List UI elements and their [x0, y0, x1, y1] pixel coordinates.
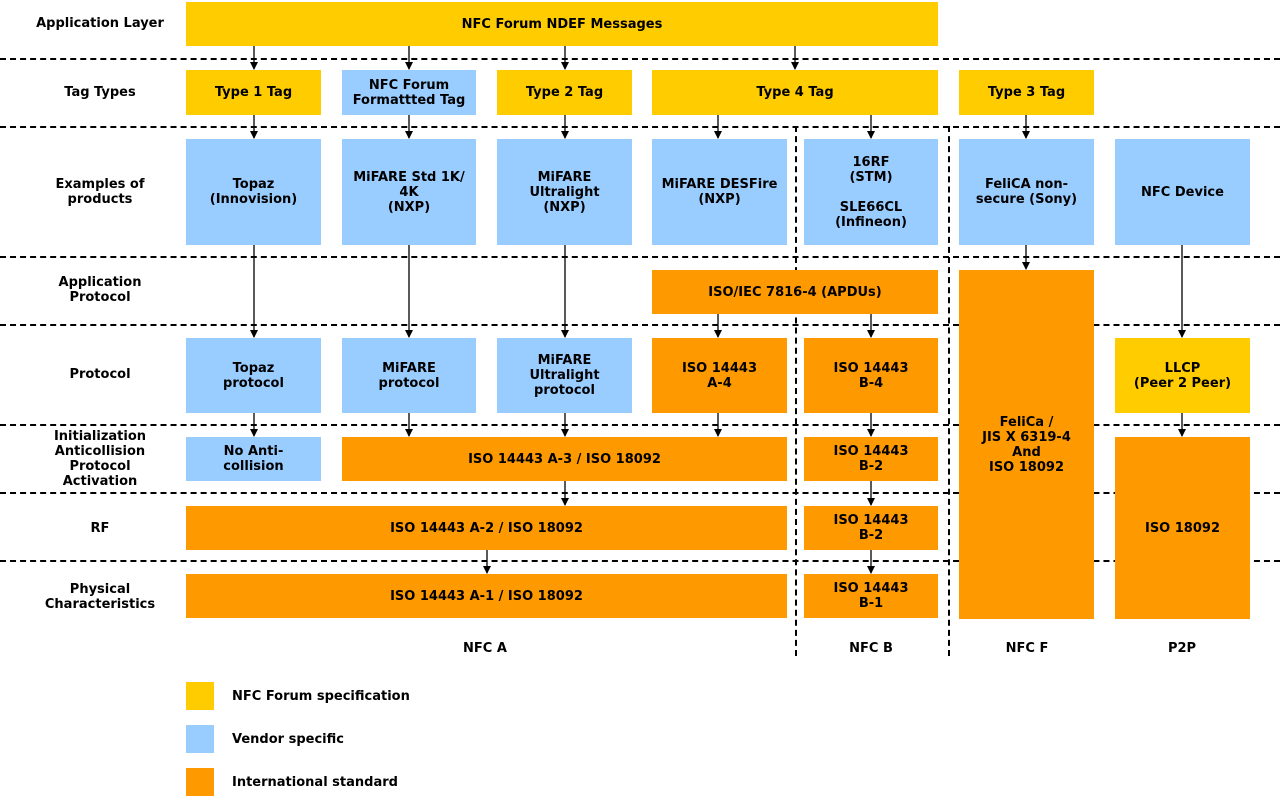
type3-tag-box: Type 3 Tag [959, 70, 1094, 115]
iso14443-b1-box: ISO 14443 B-1 [804, 574, 938, 618]
legend-swatch-international [186, 768, 214, 796]
legend-label-nfc-forum: NFC Forum specification [232, 688, 410, 704]
mifare-ultralight-protocol-box: MiFARE Ultralight protocol [497, 338, 632, 413]
mifare-protocol-box: MiFARE protocol [342, 338, 476, 413]
mifare-std-product-box: MiFARE Std 1K/ 4K (NXP) [342, 139, 476, 245]
row-label-protocol: Protocol [69, 366, 131, 382]
ndef-messages-box: NFC Forum NDEF Messages [186, 2, 938, 46]
iso14443-b2-rf-box: ISO 14443 B-2 [804, 506, 938, 550]
row-separator [0, 256, 1280, 258]
legend-label-international: International standard [232, 774, 398, 790]
no-anticollision-box: No Anti- collision [186, 437, 321, 481]
topaz-product-box: Topaz (Innovision) [186, 139, 321, 245]
row-separator [0, 324, 1280, 326]
nfc-device-box: NFC Device [1115, 139, 1250, 245]
row-separator [0, 126, 1280, 128]
iso14443-a2-box: ISO 14443 A-2 / ISO 18092 [186, 506, 787, 550]
column-separator-nfc-b-f [948, 126, 950, 656]
llcp-box: LLCP (Peer 2 Peer) [1115, 338, 1250, 413]
row-label-application-protocol: Application Protocol [58, 275, 142, 305]
column-separator-nfc-a-b [795, 126, 797, 656]
row-label-rf: RF [90, 520, 110, 536]
type1-tag-box: Type 1 Tag [186, 70, 321, 115]
iso14443-a1-box: ISO 14443 A-1 / ISO 18092 [186, 574, 787, 618]
legend-label-vendor: Vendor specific [232, 731, 344, 747]
row-label-initialization: Initialization Anticollision Protocol Ac… [53, 429, 147, 489]
row-separator [0, 560, 1280, 562]
mifare-desfire-product-box: MiFARE DESFire (NXP) [652, 139, 787, 245]
legend-swatch-nfc-forum [186, 682, 214, 710]
column-label-nfc-f: NFC F [1005, 640, 1049, 656]
row-label-examples: Examples of products [55, 177, 145, 207]
row-label-tag-types: Tag Types [64, 84, 136, 100]
nfc-formatted-tag-box: NFC Forum Formattted Tag [342, 70, 476, 115]
felica-standard-box: FeliCa / JIS X 6319-4 And ISO 18092 [959, 270, 1094, 619]
mifare-ultralight-product-box: MiFARE Ultralight (NXP) [497, 139, 632, 245]
type2-tag-box: Type 2 Tag [497, 70, 632, 115]
row-separator [0, 492, 1280, 494]
iso18092-p2p-box: ISO 18092 [1115, 437, 1250, 619]
column-label-p2p: P2P [1167, 640, 1197, 656]
iso14443-a3-box: ISO 14443 A-3 / ISO 18092 [342, 437, 787, 481]
iso7816-apdu-box: ISO/IEC 7816-4 (APDUs) [652, 270, 938, 314]
column-label-nfc-a: NFC A [463, 640, 507, 656]
felica-nonsecure-product-box: FeliCA non- secure (Sony) [959, 139, 1094, 245]
iso14443-a4-box: ISO 14443 A-4 [652, 338, 787, 413]
iso14443-b2-init-box: ISO 14443 B-2 [804, 437, 938, 481]
type4-tag-box: Type 4 Tag [652, 70, 938, 115]
row-label-application-layer: Application Layer [36, 15, 164, 31]
row-label-physical: Physical Characteristics [44, 582, 156, 612]
row-separator [0, 424, 1280, 426]
legend-swatch-vendor [186, 725, 214, 753]
row-separator [0, 58, 1280, 60]
topaz-protocol-box: Topaz protocol [186, 338, 321, 413]
column-label-nfc-b: NFC B [849, 640, 893, 656]
iso14443-b4-box: ISO 14443 B-4 [804, 338, 938, 413]
16rf-sle66cl-product-box: 16RF (STM) SLE66CL (Infineon) [804, 139, 938, 245]
